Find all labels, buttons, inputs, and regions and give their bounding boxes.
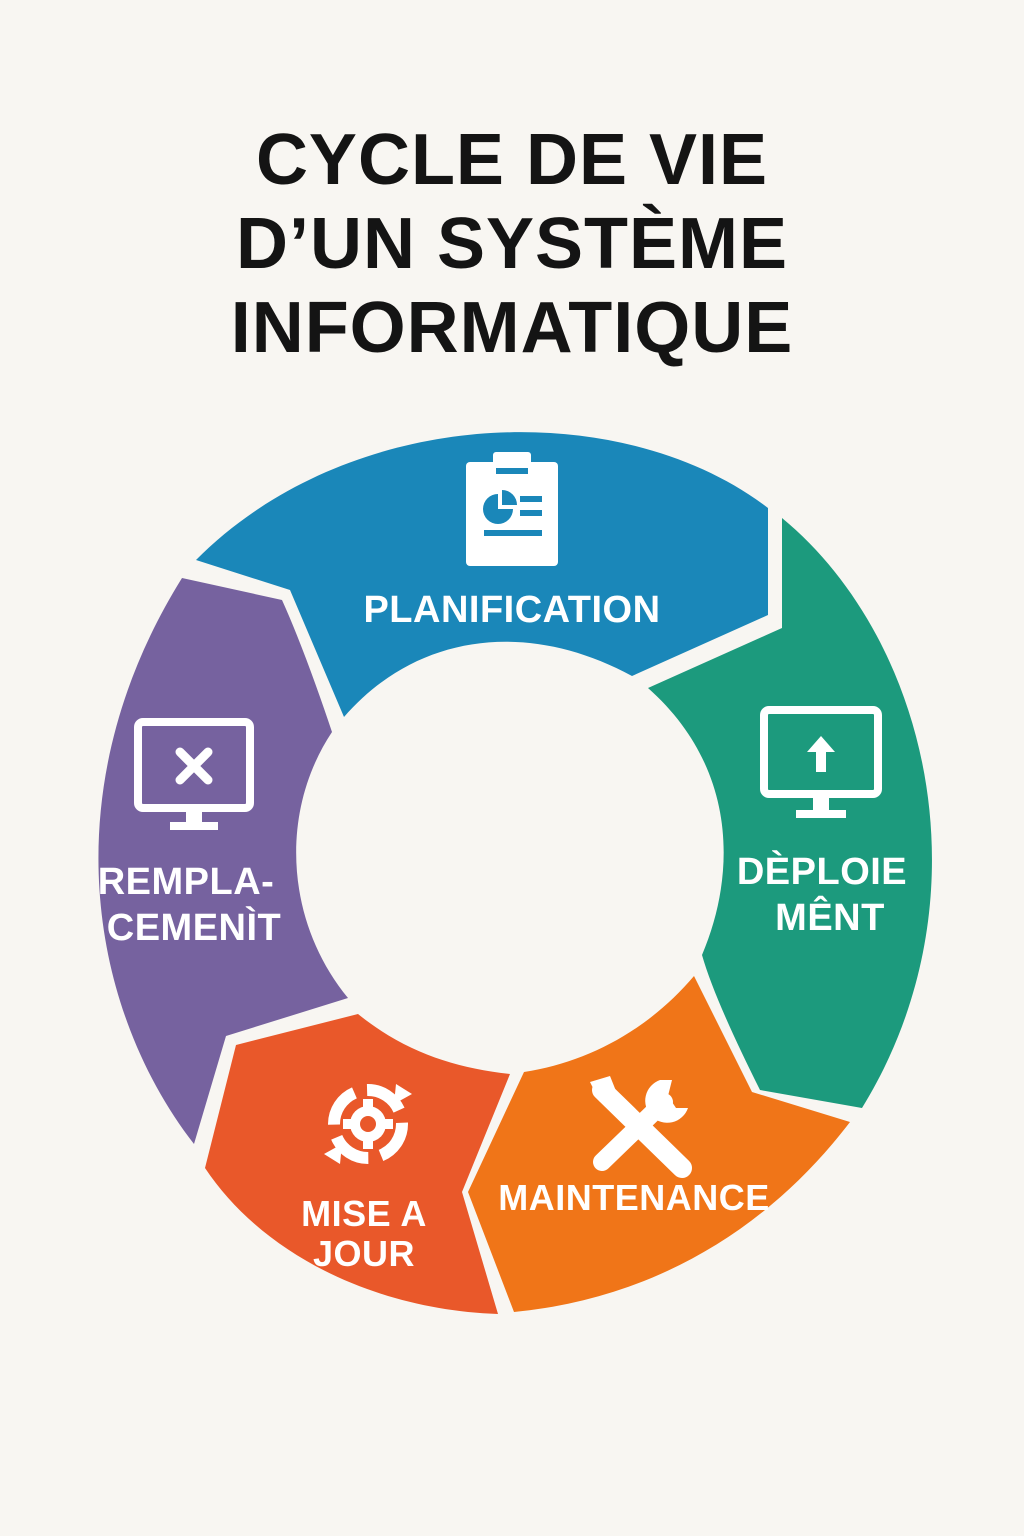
segment-deploiement-label-line-1: DÈPLOIE [737,849,907,893]
segment-planification-shape [196,432,768,717]
segment-deploiement: DÈPLOIE MÊNT [648,518,932,1108]
title-line-3: INFORMATIQUE [230,288,794,368]
title-line-1: CYCLE DE VIE [255,120,769,200]
clipboard-chart-icon [466,452,558,566]
title-line-2: D’UN SYSTÈME [235,204,789,284]
segment-planification-label: PLANIFICATION [363,589,660,631]
segment-maintenance: MAINTENANCE [468,976,850,1312]
monitor-upload-icon [760,706,882,818]
gear-cycle-icon [324,1084,412,1164]
segment-planification: PLANIFICATION [196,432,768,717]
segment-maintenance-label: MAINTENANCE [498,1177,770,1218]
segment-mise-a-jour: MISE A JOUR [205,1014,510,1314]
segment-mise-a-jour-label-line-1: MISE A [301,1193,427,1234]
segment-remplacement-label-line-1: REMPLA- [98,861,275,903]
segment-deploiement-label-line-2: MÊNT [775,895,885,939]
monitor-cross-icon [134,718,254,830]
tools-icon [590,1076,692,1178]
segment-remplacement-label-line-2: CEMENÌT [107,905,282,949]
segment-deploiement-shape [648,518,932,1108]
segment-mise-a-jour-label-line-2: JOUR [313,1233,415,1274]
segment-remplacement: REMPLA- CEMENÌT [98,578,348,1144]
segment-mise-a-jour-shape [205,1014,510,1314]
page-title: CYCLE DE VIE D’UN SYSTÈME INFORMATIQUE [0,118,1024,370]
